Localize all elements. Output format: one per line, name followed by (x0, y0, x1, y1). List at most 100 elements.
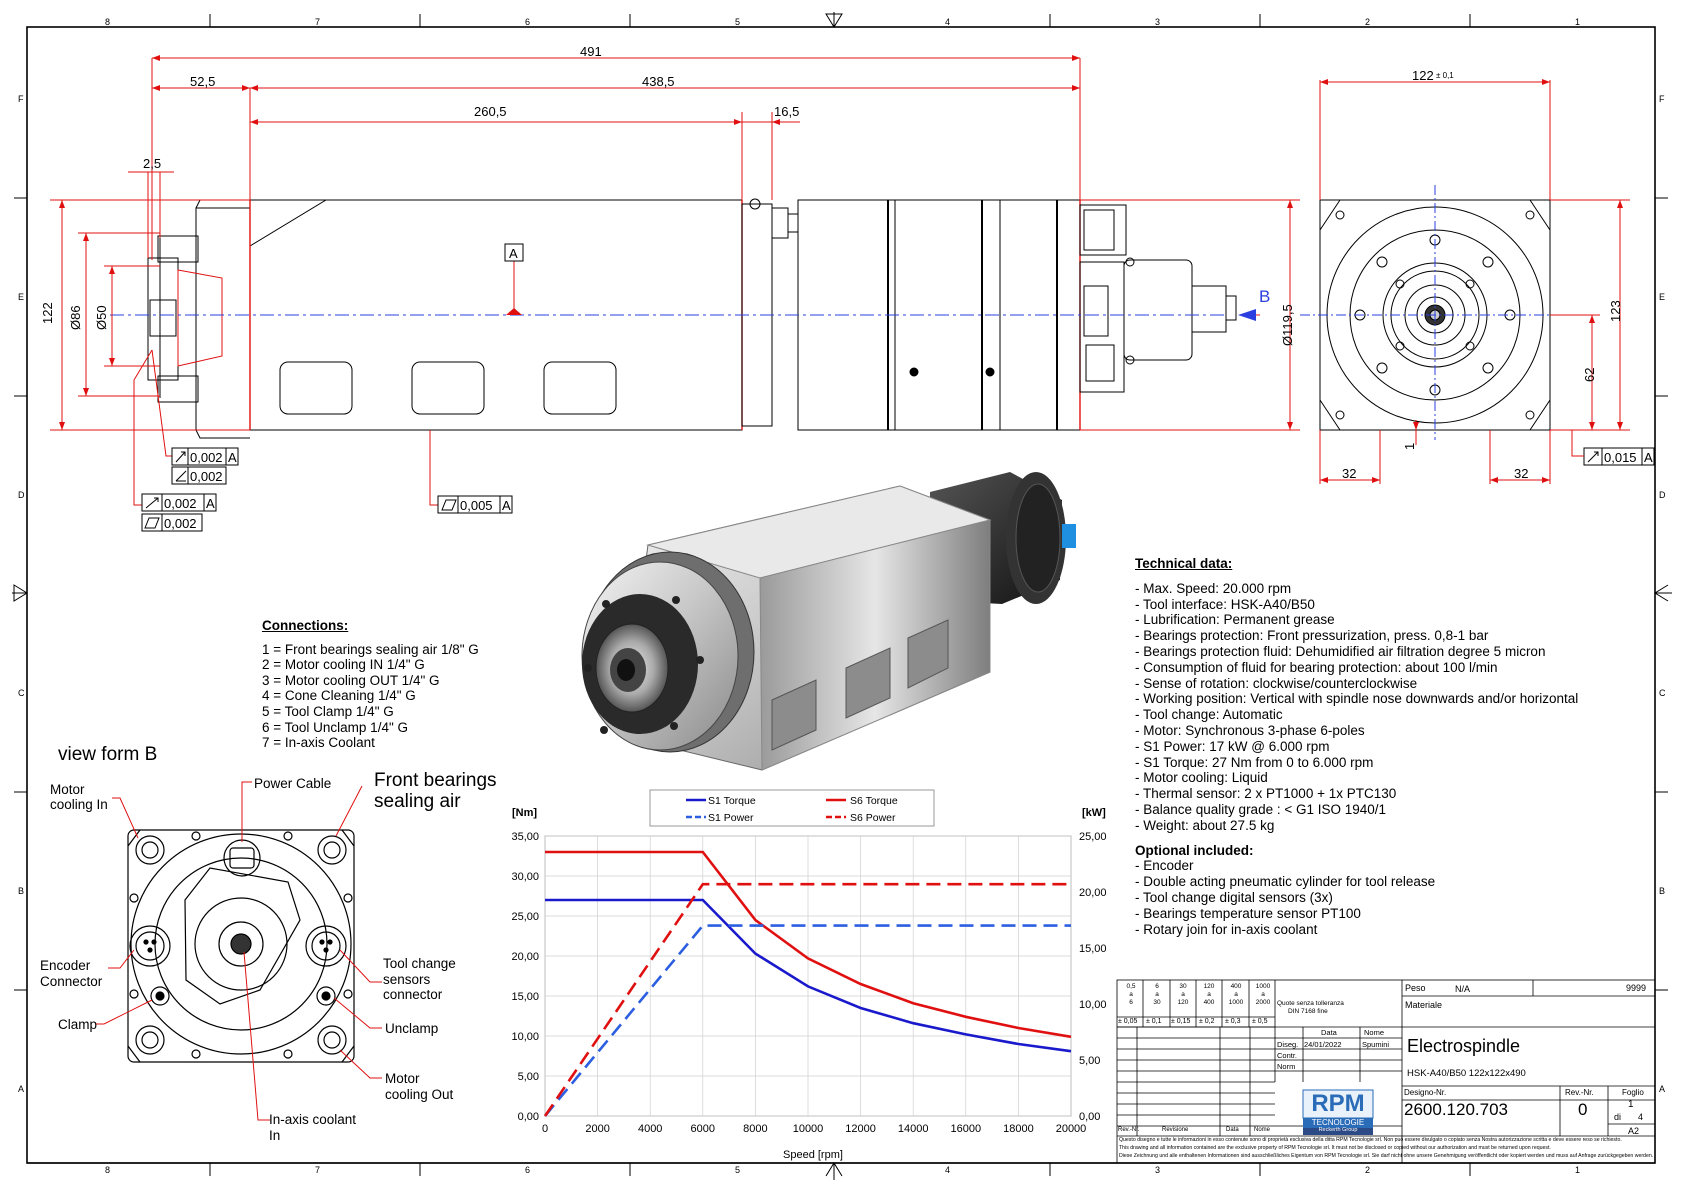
legend-label: S1 Torque (708, 795, 756, 807)
format-label: A2 (1628, 1126, 1640, 1136)
y-left-tick-label: 15,00 (511, 991, 539, 1003)
col-label: 8 (105, 1165, 110, 1175)
series-line-s1-power (543, 924, 1071, 1117)
label-tool-change: Tool change sensors connector (383, 956, 456, 1003)
y-right-tick-label: 15,00 (1079, 943, 1107, 955)
col-label: 6 (525, 17, 530, 27)
label-clamp: Clamp (58, 1017, 98, 1032)
row-label: F (18, 94, 24, 104)
connections-panel: Connections: 1 = Front bearings sealing … (262, 618, 479, 751)
y-left-tick-label: 20,00 (511, 951, 539, 963)
diseg-name: Spumini (1362, 1040, 1390, 1049)
label-encoder: Encoder Connector (40, 958, 102, 990)
designo-label: Designo-Nr. (1404, 1088, 1447, 1097)
dim-122-tol: ± 0,1 (1436, 71, 1454, 80)
label-power-cable: Power Cable (254, 776, 332, 791)
optional-title: Optional included: (1135, 842, 1254, 858)
y-left-tick-label: 25,00 (511, 911, 539, 923)
chart-series (543, 850, 1072, 1117)
disclaimer-it: Questo disegno e tutte le informazioni i… (1119, 1137, 1622, 1143)
front-dim-arrows (1320, 79, 1623, 483)
x-tick-label: 16000 (951, 1123, 982, 1135)
tol-value: ± 0,2 (1199, 1018, 1215, 1025)
technical-item: - Tool interface: HSK-A40/B50 (1135, 596, 1315, 612)
tol-value: 0,005 (460, 498, 493, 513)
label-line: Motor (50, 782, 85, 797)
tolerance-frames (141, 447, 1655, 532)
quote-label-2: DIN 7168 fine (1288, 1008, 1328, 1015)
x-tick-label: 8000 (743, 1123, 767, 1135)
tol-range: 30 a 120 (1177, 983, 1189, 1006)
y-left-tick-label: 0,00 (518, 1111, 539, 1123)
label-motor-cooling-out: Motor cooling Out (385, 1071, 453, 1103)
dim-122-left: 122 (40, 302, 55, 324)
drawing-subtitle: HSK-A40/B50 122x122x490 (1407, 1068, 1526, 1079)
tolerance-values: 0,002 A 0,002 0,002 A 0,002 0,005 A 0,01… (164, 450, 1653, 531)
x-tick-label: 12000 (845, 1123, 876, 1135)
section-marker-box (504, 243, 524, 262)
spindle-3d-render (581, 472, 1076, 771)
legend-label: S1 Power (708, 812, 754, 824)
legend-label: S6 Power (850, 812, 896, 824)
label-line: sealing air (374, 791, 461, 812)
di-value: 4 (1638, 1112, 1644, 1122)
revisione-col-label: Revisione (1162, 1127, 1189, 1133)
tol-value: 0,015 (1604, 450, 1637, 465)
technical-item: - Max. Speed: 20.000 rpm (1135, 580, 1292, 596)
row-label: F (1659, 94, 1665, 104)
technical-title: Technical data: (1135, 556, 1233, 571)
view-b-leaders (96, 781, 382, 1121)
dim-diam-50: Ø50 (94, 305, 109, 330)
connection-item: 7 = In-axis Coolant (262, 735, 375, 751)
peso-label: Peso (1405, 983, 1426, 993)
dim-491: 491 (580, 44, 602, 59)
technical-item: - Weight: about 27.5 kg (1135, 817, 1275, 833)
tol-ref: A (502, 498, 511, 513)
connection-item: 1 = Front bearings sealing air 1/8" G (262, 641, 479, 657)
row-label: B (1659, 886, 1665, 896)
dim-52-5: 52,5 (190, 74, 215, 89)
x-tick-label: 2000 (585, 1123, 609, 1135)
front-dimensions (1319, 80, 1630, 484)
connection-item: 2 = Motor cooling IN 1/4" G (262, 657, 425, 673)
x-axis-label: Speed [rpm] (783, 1149, 843, 1161)
col-label: 7 (315, 1165, 320, 1175)
y-left-label: [Nm] (512, 807, 537, 819)
tolerance-symbols (144, 451, 1599, 529)
col-label: 1 (1575, 1165, 1580, 1175)
frame-labels: 8 7 6 5 4 3 2 1 8 7 6 5 4 3 2 1 F E D C … (18, 17, 1666, 1175)
col-label: 1 (1575, 17, 1580, 27)
y-right-label: [kW] (1082, 807, 1106, 819)
tol-value: ± 0,3 (1225, 1018, 1241, 1025)
disclaimer-de: Diese Zeichnung und alle enthaltenen Inf… (1119, 1153, 1654, 1159)
tol-value: 0,002 (164, 496, 197, 511)
front-dim-labels: 122 ± 0,1 123 62 1 32 32 (1342, 68, 1623, 481)
data-label: Data (1321, 1028, 1337, 1037)
sheet-code: 9999 (1626, 983, 1647, 993)
disclaimer-en: This drawing and all information contain… (1119, 1145, 1551, 1151)
label-line: cooling In (50, 797, 108, 812)
row-label: C (1659, 688, 1666, 698)
dim-123: 123 (1608, 300, 1623, 322)
tol-range: 400 a 1000 (1228, 983, 1244, 1006)
row-label: E (18, 292, 24, 302)
dim-260-5: 260,5 (474, 104, 507, 119)
side-dim-arrows (59, 55, 1293, 430)
technical-item: - Working position: Vertical with spindl… (1135, 691, 1579, 707)
tol-range: 120 a 400 (1203, 983, 1215, 1006)
series-line-s6-torque (545, 850, 1072, 1039)
chart-legend: S1 Torque S6 Torque S1 Power S6 Power (649, 789, 935, 827)
peso-value: N/A (1455, 984, 1471, 994)
technical-item: - Lubrification: Permanent grease (1135, 612, 1335, 628)
row-label: C (18, 688, 25, 698)
section-marker: A (509, 246, 518, 261)
y-left-tick-label: 10,00 (511, 1031, 539, 1043)
row-label: D (1659, 490, 1666, 500)
chart-grid (544, 835, 1072, 1117)
tol-ref: A (1644, 450, 1653, 465)
data-col-label: Data (1226, 1127, 1239, 1133)
contr-label: Contr. (1277, 1051, 1298, 1060)
tol-ref: A (228, 450, 237, 465)
foglio-label: Foglio (1622, 1088, 1644, 1097)
